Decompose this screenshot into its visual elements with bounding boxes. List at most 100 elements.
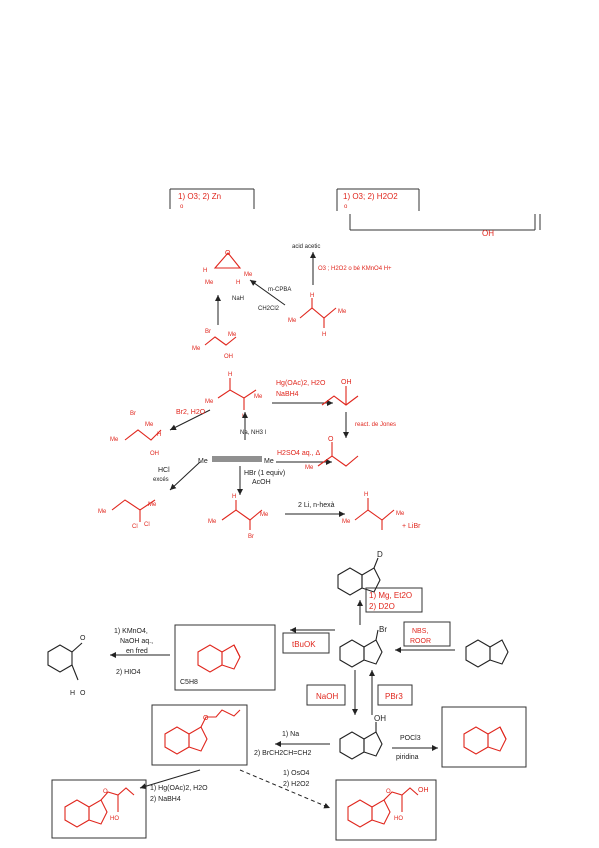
diol-box: O HO OH — [335, 779, 437, 841]
indene-box: C5H8 — [174, 624, 276, 691]
svg-text:Me: Me — [338, 309, 347, 315]
svg-text:NaH: NaH — [232, 296, 244, 302]
pbr3-box: PBr3 — [377, 684, 413, 706]
top-ozonolysis-boxes: 1) O3; 2) Zn o 1) O3; 2) H2O2 o OH acid … — [169, 188, 541, 250]
ozonolysis-zn-label: 1) O3; 2) Zn — [178, 192, 221, 201]
svg-text:H: H — [203, 268, 207, 274]
svg-text:POCl3: POCl3 — [400, 735, 421, 742]
svg-text:Me: Me — [288, 318, 297, 324]
svg-text:OH: OH — [418, 787, 429, 794]
svg-text:2) NaBH4: 2) NaBH4 — [150, 796, 181, 803]
svg-text:O: O — [225, 250, 231, 257]
svg-text:O: O — [103, 789, 108, 795]
indene-right-box — [441, 706, 527, 768]
svg-text:Br: Br — [379, 625, 387, 634]
svg-text:+ LiBr: + LiBr — [402, 523, 421, 530]
svg-text:2) HIO4: 2) HIO4 — [116, 669, 141, 676]
svg-text:OH: OH — [341, 379, 352, 386]
alkyne: Me Me — [198, 456, 274, 465]
svg-text:H: H — [322, 332, 326, 338]
svg-text:Me: Me — [228, 332, 237, 338]
svg-text:O: O — [80, 690, 86, 697]
svg-text:Br: Br — [248, 534, 254, 540]
svg-text:CH2Cl2: CH2Cl2 — [258, 306, 280, 312]
svg-text:ROOR: ROOR — [410, 638, 431, 645]
arrow-to-epoxide — [249, 279, 286, 306]
svg-text:H: H — [232, 494, 236, 500]
svg-text:piridina: piridina — [396, 754, 419, 761]
deuterated-indane: D — [337, 550, 383, 596]
svg-text:1) Na: 1) Na — [282, 731, 299, 738]
svg-text:HBr (1 equiv): HBr (1 equiv) — [244, 470, 285, 477]
svg-text:NBS,: NBS, — [412, 628, 428, 635]
svg-text:Me: Me — [305, 465, 314, 471]
svg-text:Me: Me — [342, 519, 351, 525]
svg-text:Me: Me — [396, 511, 405, 517]
svg-text:Me: Me — [148, 502, 157, 508]
secondary-alcohol-box: HO O — [51, 779, 147, 839]
vinyl-bromide: Me H Me Br — [208, 494, 269, 540]
acid-acetic-label: acid acetic — [292, 244, 320, 250]
svg-text:excés: excés — [153, 477, 169, 483]
trans-alkene-center: Me Me H H — [205, 372, 263, 420]
svg-text:H: H — [310, 293, 314, 299]
svg-text:Cl: Cl — [144, 522, 150, 528]
svg-text:1) KMnO4,: 1) KMnO4, — [114, 628, 148, 635]
bromohydrin-top: Br Me Me OH — [192, 329, 237, 360]
naoh-box: NaOH — [306, 684, 346, 706]
svg-text:Me: Me — [192, 346, 201, 352]
tbuok-box: tBuOK — [282, 632, 330, 654]
svg-text:2) D2O: 2) D2O — [369, 602, 395, 611]
svg-text:HO: HO — [110, 816, 119, 822]
butanol: OH — [321, 379, 359, 406]
svg-text:Me: Me — [110, 437, 119, 443]
svg-text:en fred: en fred — [126, 648, 148, 655]
svg-text:Hg(OAc)2, H2O: Hg(OAc)2, H2O — [276, 380, 326, 387]
ozonolysis-zn-sub: o — [180, 204, 184, 210]
svg-text:NaOH: NaOH — [316, 692, 338, 701]
svg-text:Me: Me — [98, 509, 107, 515]
svg-text:OH: OH — [150, 451, 159, 457]
svg-text:Br2, H2O: Br2, H2O — [176, 409, 206, 416]
svg-text:2) H2O2: 2) H2O2 — [283, 781, 310, 788]
svg-text:O: O — [203, 715, 209, 722]
arrow-dihydroxylation — [239, 769, 331, 809]
bromohydrin-mid: Br Me Me OH H — [110, 411, 162, 457]
svg-text:H: H — [242, 414, 246, 420]
svg-text:Br: Br — [205, 329, 211, 335]
svg-text:Cl: Cl — [132, 524, 138, 530]
svg-text:2) BrCH2CH=CH2: 2) BrCH2CH=CH2 — [254, 750, 311, 757]
svg-text:PBr3: PBr3 — [385, 692, 403, 701]
svg-text:O: O — [80, 635, 86, 642]
svg-text:Me: Me — [244, 272, 253, 278]
arrow-oxymercuration-2 — [139, 769, 201, 790]
ozonolysis-h2o2-label: 1) O3; 2) H2O2 — [343, 192, 398, 201]
indanol: OH — [339, 714, 386, 760]
svg-text:Me: Me — [254, 394, 263, 400]
svg-text:Me: Me — [208, 519, 217, 525]
svg-text:H: H — [228, 372, 232, 378]
ozonolysis-h2o2-sub: o — [344, 204, 348, 210]
svg-text:NaBH4: NaBH4 — [276, 391, 299, 398]
grignard-box: 1) Mg, Et2O 2) D2O — [365, 587, 423, 613]
svg-text:O: O — [328, 436, 334, 443]
svg-text:H: H — [70, 690, 75, 697]
cis-alkene-top: H Me Me H — [288, 293, 347, 338]
oh-partial: OH — [482, 229, 494, 238]
svg-text:D: D — [377, 550, 383, 559]
indane — [465, 639, 509, 668]
svg-text:Me: Me — [260, 512, 269, 518]
butanone: O Me — [305, 436, 359, 471]
vinyl-lithium: Me H Me + LiBr — [342, 492, 421, 530]
arrow-hcl — [169, 461, 201, 491]
svg-text:AcOH: AcOH — [252, 479, 271, 486]
svg-text:Br: Br — [130, 411, 136, 417]
svg-text:H: H — [236, 280, 240, 286]
svg-text:Me: Me — [205, 399, 214, 405]
svg-text:Me: Me — [205, 280, 214, 286]
dialdehyde: O H O — [47, 635, 86, 697]
svg-text:1) Mg, Et2O: 1) Mg, Et2O — [369, 591, 412, 600]
gem-dichloride: Me Me Cl Cl — [98, 499, 157, 530]
bromoindane: Br — [339, 625, 387, 668]
